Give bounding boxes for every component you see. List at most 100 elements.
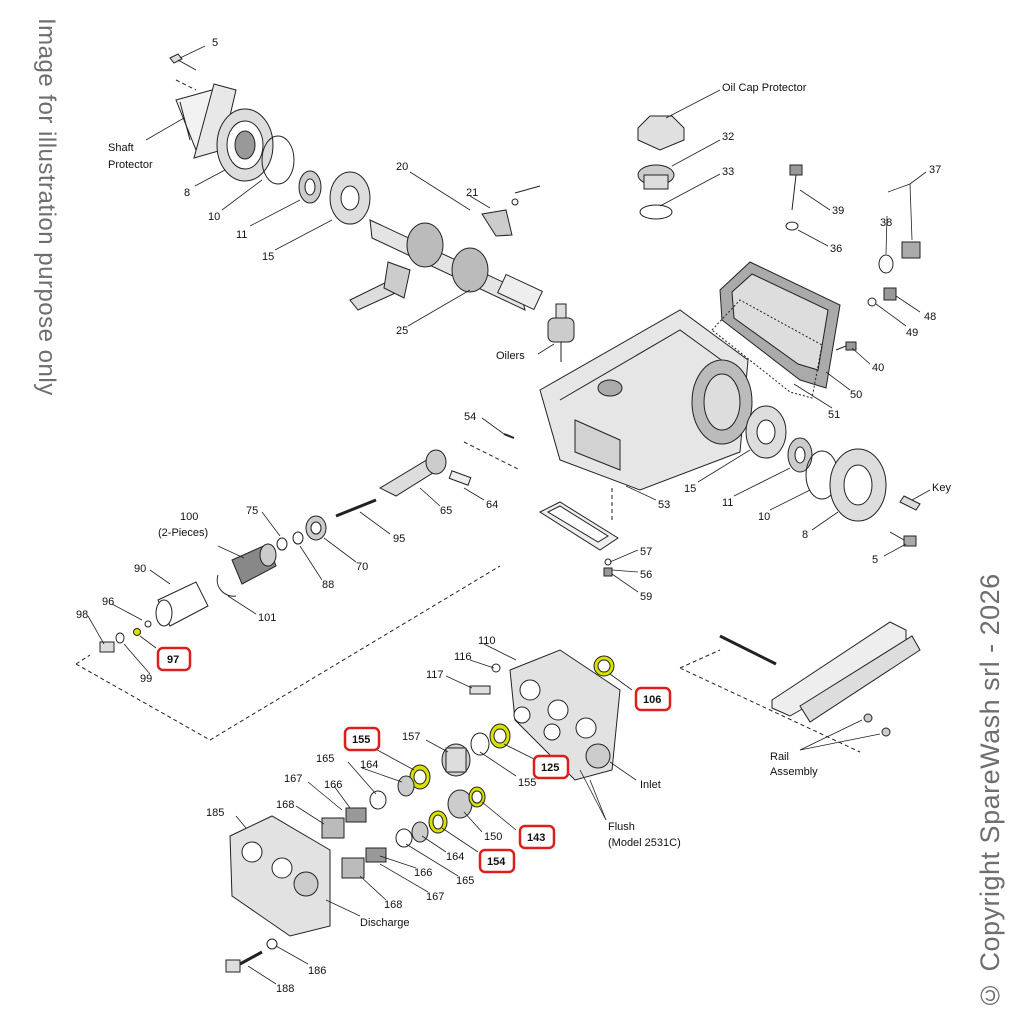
o-ring-125-highlight — [489, 723, 511, 749]
highlight-box-155 — [343, 726, 381, 752]
label-20: 20 — [396, 161, 408, 173]
label-164-lower: 164 — [446, 851, 464, 863]
highlight-label-106: 106 — [643, 694, 661, 706]
highlight-box-143 — [518, 824, 556, 850]
highlight-box-106 — [634, 686, 672, 712]
label-rail: Rail — [770, 751, 789, 763]
crankcase-53 — [539, 309, 753, 491]
seal-housing-8 — [216, 108, 274, 182]
label-53: 53 — [658, 499, 670, 511]
stud-95 — [335, 498, 377, 518]
highlight-label-125: 125 — [541, 762, 559, 774]
bolt-5-right — [889, 531, 917, 547]
shaft-protector-part — [175, 83, 237, 159]
label-167-upper: 167 — [284, 773, 302, 785]
label-10-right: 10 — [758, 511, 770, 523]
label-15-right: 15 — [684, 483, 696, 495]
tray-57 — [538, 501, 619, 551]
label-96: 96 — [102, 596, 114, 608]
label-8-top: 8 — [184, 187, 190, 199]
highlight-label-154: 154 — [487, 856, 506, 868]
label-38: 38 — [880, 217, 892, 229]
label-95: 95 — [393, 533, 405, 545]
label-90: 90 — [134, 563, 146, 575]
plunger-rod-65 — [378, 449, 447, 497]
o-ring-143-highlight — [468, 786, 486, 808]
bearing-cover-8-right — [829, 448, 887, 522]
discharge-manifold-185 — [229, 815, 331, 937]
seal-164-upper — [397, 775, 415, 797]
label-shaft-protector-2: Protector — [108, 159, 153, 171]
label-54: 54 — [464, 411, 476, 423]
label-70: 70 — [356, 561, 368, 573]
label-150: 150 — [484, 831, 502, 843]
label-64: 64 — [486, 499, 498, 511]
highlight-box-154 — [478, 848, 516, 874]
seal-97-highlight — [133, 628, 141, 636]
leader-lines — [87, 45, 931, 985]
plug-48 — [883, 287, 897, 301]
oil-cap-32 — [637, 164, 675, 190]
label-88: 88 — [322, 579, 334, 591]
highlight-box-125 — [532, 754, 570, 780]
label-8-right: 8 — [802, 529, 808, 541]
valve-150 — [447, 789, 473, 819]
screw-59 — [603, 567, 613, 577]
o-ring-154-highlight — [428, 810, 448, 834]
washer-116 — [491, 663, 501, 673]
label-57: 57 — [640, 546, 652, 558]
watermark-illustration-only: Image for illustration purpose only — [33, 18, 60, 396]
label-11-right: 11 — [722, 497, 733, 509]
label-40: 40 — [872, 362, 884, 374]
label-33: 33 — [722, 166, 734, 178]
label-117: 117 — [426, 669, 444, 681]
label-100: 100 — [180, 511, 198, 523]
oiler-part — [547, 303, 575, 362]
label-186: 186 — [308, 965, 326, 977]
label-100-pieces: (2-Pieces) — [158, 527, 208, 539]
label-oilers: Oilers — [496, 350, 525, 362]
label-98: 98 — [76, 609, 88, 621]
label-165-upper: 165 — [316, 753, 334, 765]
label-5-top: 5 — [212, 37, 218, 49]
o-ring-155 — [470, 732, 490, 756]
washer-186 — [266, 938, 278, 950]
o-ring-49 — [867, 297, 877, 307]
o-ring-106-highlight — [593, 655, 615, 677]
label-inlet: Inlet — [640, 779, 661, 791]
connecting-rod-20 — [349, 261, 411, 311]
washer-38 — [878, 254, 894, 274]
label-48: 48 — [924, 311, 936, 323]
rod-cap-21 — [481, 185, 541, 237]
pin-64 — [448, 470, 472, 486]
label-11-top: 11 — [236, 229, 247, 241]
pin-54 — [503, 433, 515, 439]
label-shaft-protector: Shaft — [108, 142, 134, 154]
dipstick-39 — [789, 164, 803, 211]
label-rail-assembly: Assembly — [770, 766, 818, 778]
bearing-15-right — [745, 405, 787, 459]
o-ring-10 — [261, 135, 295, 185]
retainer-168-upper — [321, 817, 345, 839]
label-10-top: 10 — [208, 211, 220, 223]
ring-70 — [305, 515, 327, 541]
retainer-101 — [216, 574, 237, 597]
label-101: 101 — [258, 612, 276, 624]
spring-166-upper — [345, 807, 367, 823]
label-25: 25 — [396, 325, 408, 337]
label-50: 50 — [850, 389, 862, 401]
label-15-top: 15 — [262, 251, 274, 263]
label-188: 188 — [276, 983, 294, 995]
key-part — [899, 495, 921, 511]
highlighted-labels: 97 106 155 125 143 154 — [156, 646, 672, 874]
bearing-15-left — [329, 171, 371, 225]
rail-assembly-part — [719, 621, 921, 737]
label-168-upper: 168 — [276, 799, 294, 811]
dashed-guide-lines — [75, 79, 861, 753]
plunger-100 — [231, 543, 277, 585]
washer-88 — [292, 531, 304, 545]
label-56: 56 — [640, 569, 652, 581]
oil-cap-protector-part — [637, 115, 685, 151]
label-185: 185 — [206, 807, 224, 819]
bolt-98 — [99, 641, 115, 653]
